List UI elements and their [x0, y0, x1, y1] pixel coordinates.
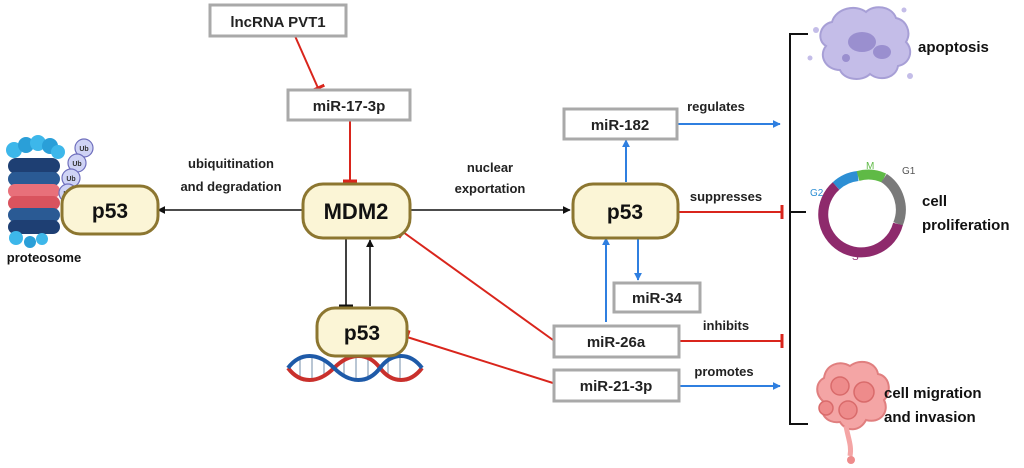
node-p53-left-label: p53	[92, 200, 128, 223]
dna-helix-icon	[286, 354, 424, 382]
cell-cycle-g2-label: G2	[810, 188, 824, 199]
label-inhibits: inhibits	[703, 318, 749, 333]
outcome-and-invasion: and invasion	[884, 409, 976, 426]
node-mir-17-3p-label: miR-17-3p	[313, 98, 386, 115]
edge-pvt1-inhibits-mir17	[294, 35, 326, 93]
label-regulates: regulates	[687, 99, 745, 114]
ub-tag-1: Ub	[79, 146, 88, 153]
apoptotic-cell-icon	[807, 6, 913, 80]
node-lncrna-pvt1-label: lncRNA PVT1	[230, 14, 325, 31]
outcome-cell: cell	[922, 193, 947, 210]
ub-tag-2: Ub	[72, 161, 81, 168]
label-promotes: promotes	[694, 364, 753, 379]
label-nuclear: nuclear	[467, 160, 513, 175]
node-mir-21-3p-label: miR-21-3p	[580, 378, 653, 395]
migrating-cells-icon	[816, 360, 890, 464]
label-exportation: exportation	[455, 181, 526, 196]
node-mir-182-label: miR-182	[591, 117, 649, 134]
proteosome-label: proteosome	[7, 250, 81, 265]
node-p53-bottom-label: p53	[344, 322, 380, 345]
proteosome-icon: Ub Ub Ub Ub	[6, 135, 94, 248]
node-p53-center: p53	[571, 182, 680, 240]
cell-cycle-icon: G1 G2 M S	[810, 161, 916, 263]
edge-mir26a-inhibits-mdm2	[397, 225, 554, 341]
node-p53-bottom: p53	[315, 306, 409, 358]
node-mdm2-label: MDM2	[324, 199, 389, 224]
node-mir-34: miR-34	[612, 281, 702, 314]
proteosome-bottom-ring	[9, 231, 48, 248]
node-mir-34-label: miR-34	[632, 290, 683, 307]
cell-cycle-g1-label: G1	[902, 166, 916, 177]
outcome-proliferation: proliferation	[922, 217, 1010, 234]
label-ubiquitination: ubiquitination	[188, 156, 274, 171]
node-mir-26a-label: miR-26a	[587, 334, 646, 351]
node-mir-182: miR-182	[562, 107, 679, 141]
node-mir-21-3p: miR-21-3p	[552, 368, 681, 403]
label-and-degradation: and degradation	[180, 179, 281, 194]
outcome-cell-migration: cell migration	[884, 385, 982, 402]
ub-tag-3: Ub	[66, 176, 75, 183]
node-mir-17-3p: miR-17-3p	[286, 88, 412, 122]
node-mir-26a: miR-26a	[552, 324, 681, 359]
cell-cycle-s-label: S	[852, 252, 859, 263]
edges	[157, 35, 784, 390]
label-suppresses: suppresses	[690, 189, 762, 204]
cell-cycle-m-label: M	[866, 161, 874, 172]
node-p53-center-label: p53	[607, 201, 643, 224]
node-lncrna-pvt1: lncRNA PVT1	[208, 3, 348, 38]
node-p53-left: p53	[60, 184, 160, 236]
node-mdm2: MDM2	[301, 182, 412, 240]
proteosome-top-ring	[6, 135, 65, 159]
outcome-apoptosis: apoptosis	[918, 39, 989, 56]
edge-mir21-inhibits-p53-bottom	[403, 329, 554, 384]
outcome-bracket	[789, 33, 808, 425]
